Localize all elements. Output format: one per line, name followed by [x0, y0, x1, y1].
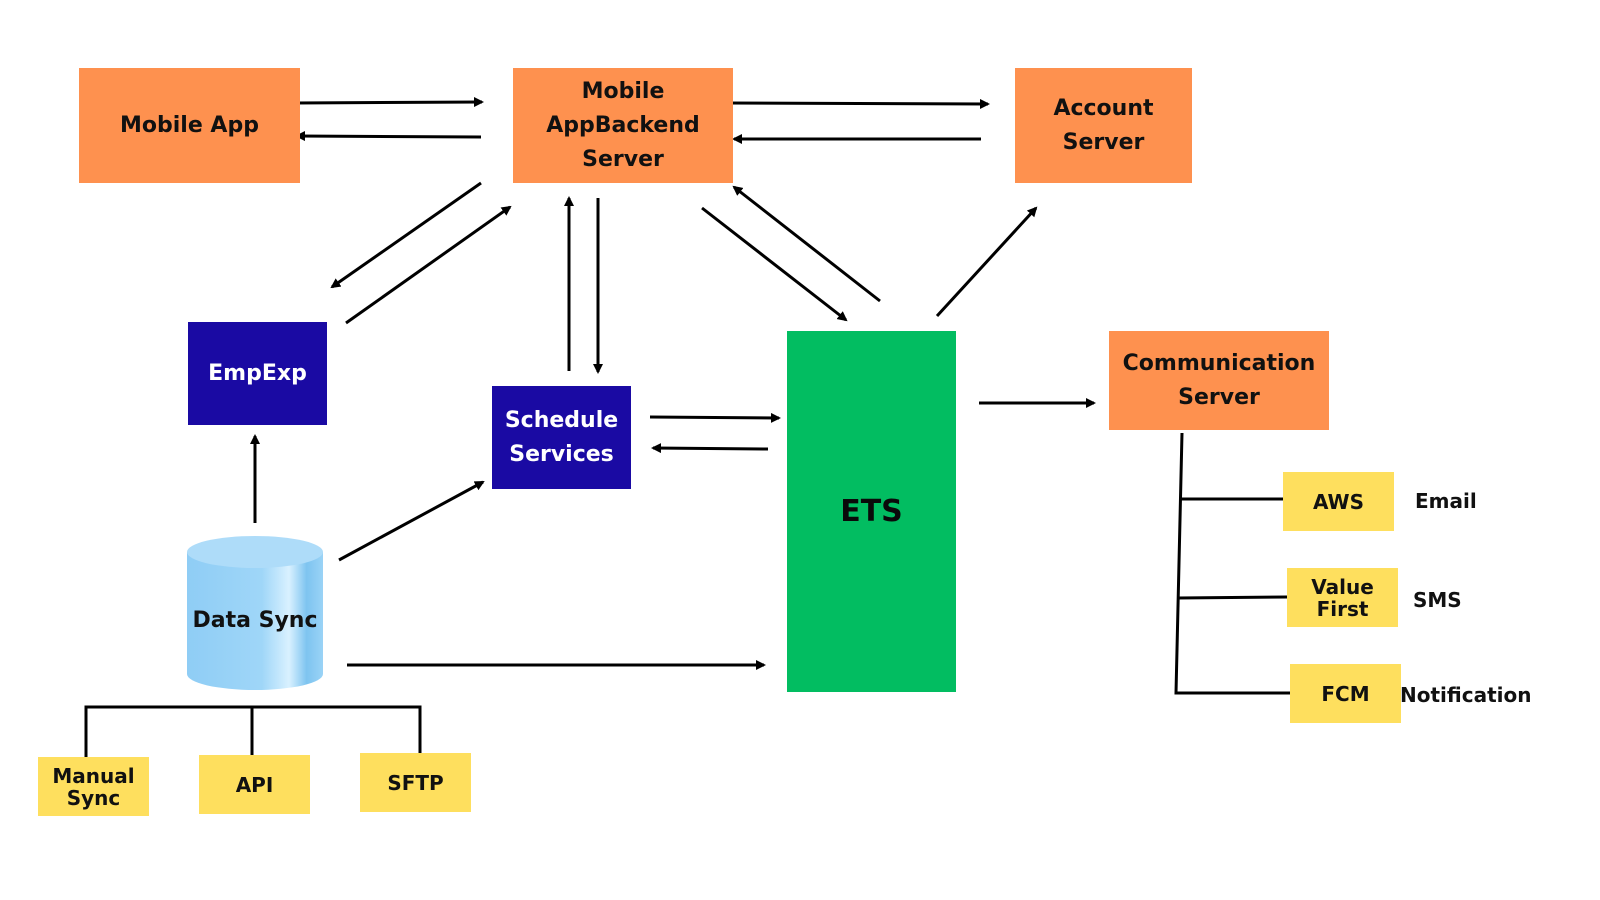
node-value-first-label: Value First	[1311, 574, 1374, 621]
tree-communication-valuefirst	[1177, 595, 1288, 600]
node-ets-label: ETS	[840, 494, 903, 529]
arrow-empexp-to-backend	[345, 205, 512, 325]
node-schedule-services[interactable]: Schedule Services	[492, 386, 631, 489]
channel-label-email: Email	[1415, 489, 1477, 513]
channel-label-sms: SMS	[1413, 588, 1462, 612]
node-aws-label: AWS	[1312, 489, 1365, 514]
database-cylinder-icon[interactable]	[184, 534, 326, 692]
node-mobile-backend-server[interactable]: Mobile AppBackend Server	[513, 68, 733, 183]
node-sftp[interactable]: SFTP	[360, 753, 471, 812]
arrow-backend-to-empexp	[330, 181, 482, 289]
node-manual-sync-label: Manual Sync	[52, 763, 135, 810]
node-account-server[interactable]: Account Server	[1015, 68, 1192, 183]
node-account-server-label: Account Server	[1053, 95, 1154, 155]
node-fcm[interactable]: FCM	[1290, 664, 1401, 723]
node-manual-sync[interactable]: Manual Sync	[38, 757, 149, 816]
arrow-ets-to-account	[935, 206, 1038, 318]
node-api[interactable]: API	[199, 755, 310, 814]
node-ets[interactable]: ETS	[787, 331, 956, 692]
node-communication-server[interactable]: Communication Server	[1109, 331, 1329, 430]
node-mobile-app[interactable]: Mobile App	[79, 68, 300, 183]
node-communication-server-label: Communication Server	[1122, 350, 1316, 410]
arrow-ets-to-backend	[732, 185, 881, 303]
node-aws[interactable]: AWS	[1283, 472, 1394, 531]
node-empexp[interactable]: EmpExp	[188, 322, 327, 425]
node-sftp-label: SFTP	[387, 770, 444, 795]
node-fcm-label: FCM	[1321, 681, 1370, 706]
node-value-first[interactable]: Value First	[1287, 568, 1398, 627]
arrow-datasync-to-schedule	[338, 480, 485, 562]
arrow-backend-to-mobile-app	[295, 131, 482, 142]
node-mobile-backend-server-label: Mobile AppBackend Server	[546, 78, 700, 172]
arrow-backend-to-ets	[701, 206, 848, 322]
node-api-label: API	[235, 772, 274, 797]
arrow-ets-to-schedule	[651, 443, 769, 454]
node-data-sync-label: Data Sync	[192, 607, 318, 633]
node-empexp-label: EmpExp	[208, 360, 307, 386]
arrow-mobile-app-to-backend	[295, 97, 484, 108]
arrow-schedule-to-ets	[649, 412, 781, 423]
node-schedule-services-label: Schedule Services	[504, 407, 619, 467]
channel-label-notification: Notification	[1400, 683, 1532, 707]
tree-communication-trunk	[1174, 432, 1290, 695]
node-mobile-app-label: Mobile App	[120, 112, 259, 138]
arrow-backend-to-account	[726, 98, 990, 109]
